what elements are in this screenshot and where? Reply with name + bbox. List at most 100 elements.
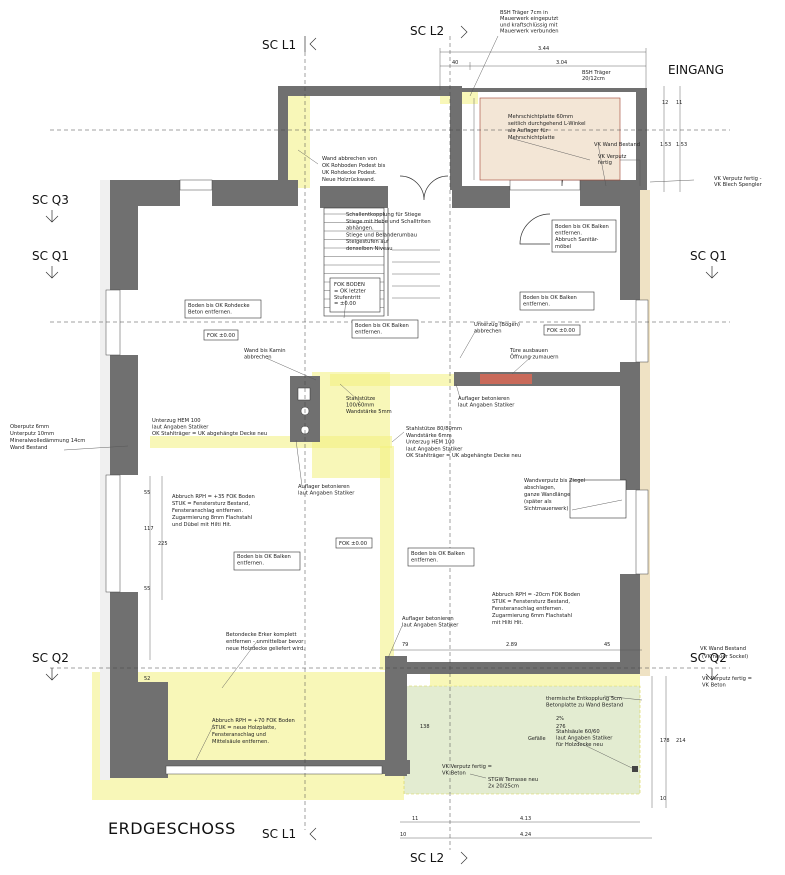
label-box <box>569 479 627 519</box>
door-sanitaer <box>519 213 551 245</box>
dim-text: 12 <box>662 100 668 106</box>
note-line: und Dübel mit Hilti Hit. <box>172 522 232 528</box>
stair-treads <box>392 249 440 299</box>
leader <box>265 357 317 381</box>
dim-text: 45 <box>604 642 610 648</box>
note-line: 2x 20/25cm <box>488 784 519 790</box>
note-line: laut Angaben Statiker <box>402 622 459 628</box>
note-vk-wand-low: VK Wand Bestand <box>700 646 746 652</box>
wall <box>452 186 510 208</box>
leader <box>511 355 533 375</box>
leader <box>455 383 461 399</box>
note-line: FOK BODEN <box>334 282 365 288</box>
note-vk-wand-top: VK Wand Bestand <box>594 142 640 148</box>
note-line: 100/60mm <box>346 403 374 409</box>
note-line: Mineralwolledämmung 14cm <box>10 438 85 444</box>
dim-text: 225 <box>158 541 168 547</box>
section-arrow <box>705 266 719 279</box>
note-line: VK Wand Bestand <box>594 142 640 148</box>
window <box>179 179 213 191</box>
zone-kamin-wall <box>312 372 390 478</box>
entrance-vestibule <box>473 97 621 181</box>
note-vk-verputz-low: VK Verputz fertig =VK Beton <box>442 764 492 776</box>
note-line: neue Holzdecke geliefert wird. <box>226 646 305 652</box>
dim-text: 4.13 <box>520 816 531 822</box>
note-line: Unterzug HEM 100 <box>406 440 455 446</box>
dim-text: 117 <box>144 526 154 532</box>
note-line: FOK ±0.00 <box>339 541 367 547</box>
section-label-l1-top: SC L1 <box>262 38 296 52</box>
note-line: UK Rohdecke Podest. <box>322 170 377 176</box>
note-line: BSH Träger 7cm in <box>500 10 548 16</box>
entrance-label: EINGANG <box>668 63 724 77</box>
note-line: Betondecke Erker komplett <box>226 632 296 638</box>
dim-ticks <box>439 48 647 90</box>
note-line: Mittelsäule entfernen. <box>212 739 269 745</box>
dim-text: 10 <box>400 832 406 838</box>
window <box>509 179 581 191</box>
note-line: Wandverputz bis Ziegel <box>524 478 585 484</box>
note-line: thermische Entkopplung 5cm <box>546 696 622 702</box>
leader <box>620 159 641 186</box>
note-line: abbrechen <box>244 354 272 360</box>
wall <box>110 592 138 682</box>
note-line: Unterputz 10mm <box>10 431 54 437</box>
note-line: laut Angaben Statiker <box>298 490 355 496</box>
section-label-l2-bottom: SC L2 <box>410 851 444 865</box>
window <box>165 765 383 775</box>
dim-text: 11 <box>412 816 418 822</box>
dim-text: 52 <box>144 676 150 682</box>
drawing-title: ERDGESCHOSS <box>108 819 236 838</box>
wall <box>278 86 288 188</box>
dim-text: 4.24 <box>520 832 531 838</box>
wall <box>278 86 460 96</box>
section-label-q2-left: SC Q2 <box>32 651 69 665</box>
note-line: Stahlsäule 60/60 <box>556 729 600 735</box>
window <box>635 489 649 575</box>
label-boxes <box>184 219 627 571</box>
note-line: laut Angaben Statiker <box>152 425 209 431</box>
leader <box>343 299 347 319</box>
section-arrow <box>304 36 317 52</box>
dim-text: 79 <box>402 642 408 648</box>
window <box>105 289 121 356</box>
note-line: OK Stahlträger = UK abgehängte Decke neu <box>406 453 521 459</box>
zone-unterzug-upper <box>330 374 460 386</box>
wall <box>450 86 462 190</box>
note-line: Auflager betonieren <box>402 616 454 622</box>
dim-text: 11 <box>676 100 682 106</box>
note-fok-right: FOK ±0.00 <box>547 328 575 334</box>
note-line: entfernen. <box>355 329 382 335</box>
dim-text: 40 <box>452 60 458 66</box>
note-line: denselben Niveau <box>346 246 393 252</box>
wall <box>385 656 407 776</box>
note-line: Stiege und Belanderumbau <box>346 232 417 238</box>
wall <box>110 355 138 475</box>
entry-door <box>399 175 449 201</box>
dim-text: 1.53 <box>676 142 687 148</box>
section-label-l2-top: SC L2 <box>410 24 444 38</box>
leader <box>509 137 591 161</box>
note-line: Fensteranschlag und <box>212 732 266 738</box>
zone-terrace <box>404 686 640 794</box>
note-line: entfernen. <box>411 558 438 564</box>
label-box <box>351 319 419 339</box>
flue <box>297 387 311 401</box>
leader <box>221 639 259 689</box>
outer-skin <box>640 190 650 676</box>
section-markers: SC L1 SC L2 SC L1 SC L2 SC Q3 SC Q1 SC Q… <box>32 24 727 865</box>
note-line: STGW Terrasse neu <box>488 777 538 783</box>
label-box <box>184 299 262 319</box>
note-line: Boden bis OK Balken <box>237 554 291 560</box>
note-line: Auflager betonieren <box>298 484 350 490</box>
